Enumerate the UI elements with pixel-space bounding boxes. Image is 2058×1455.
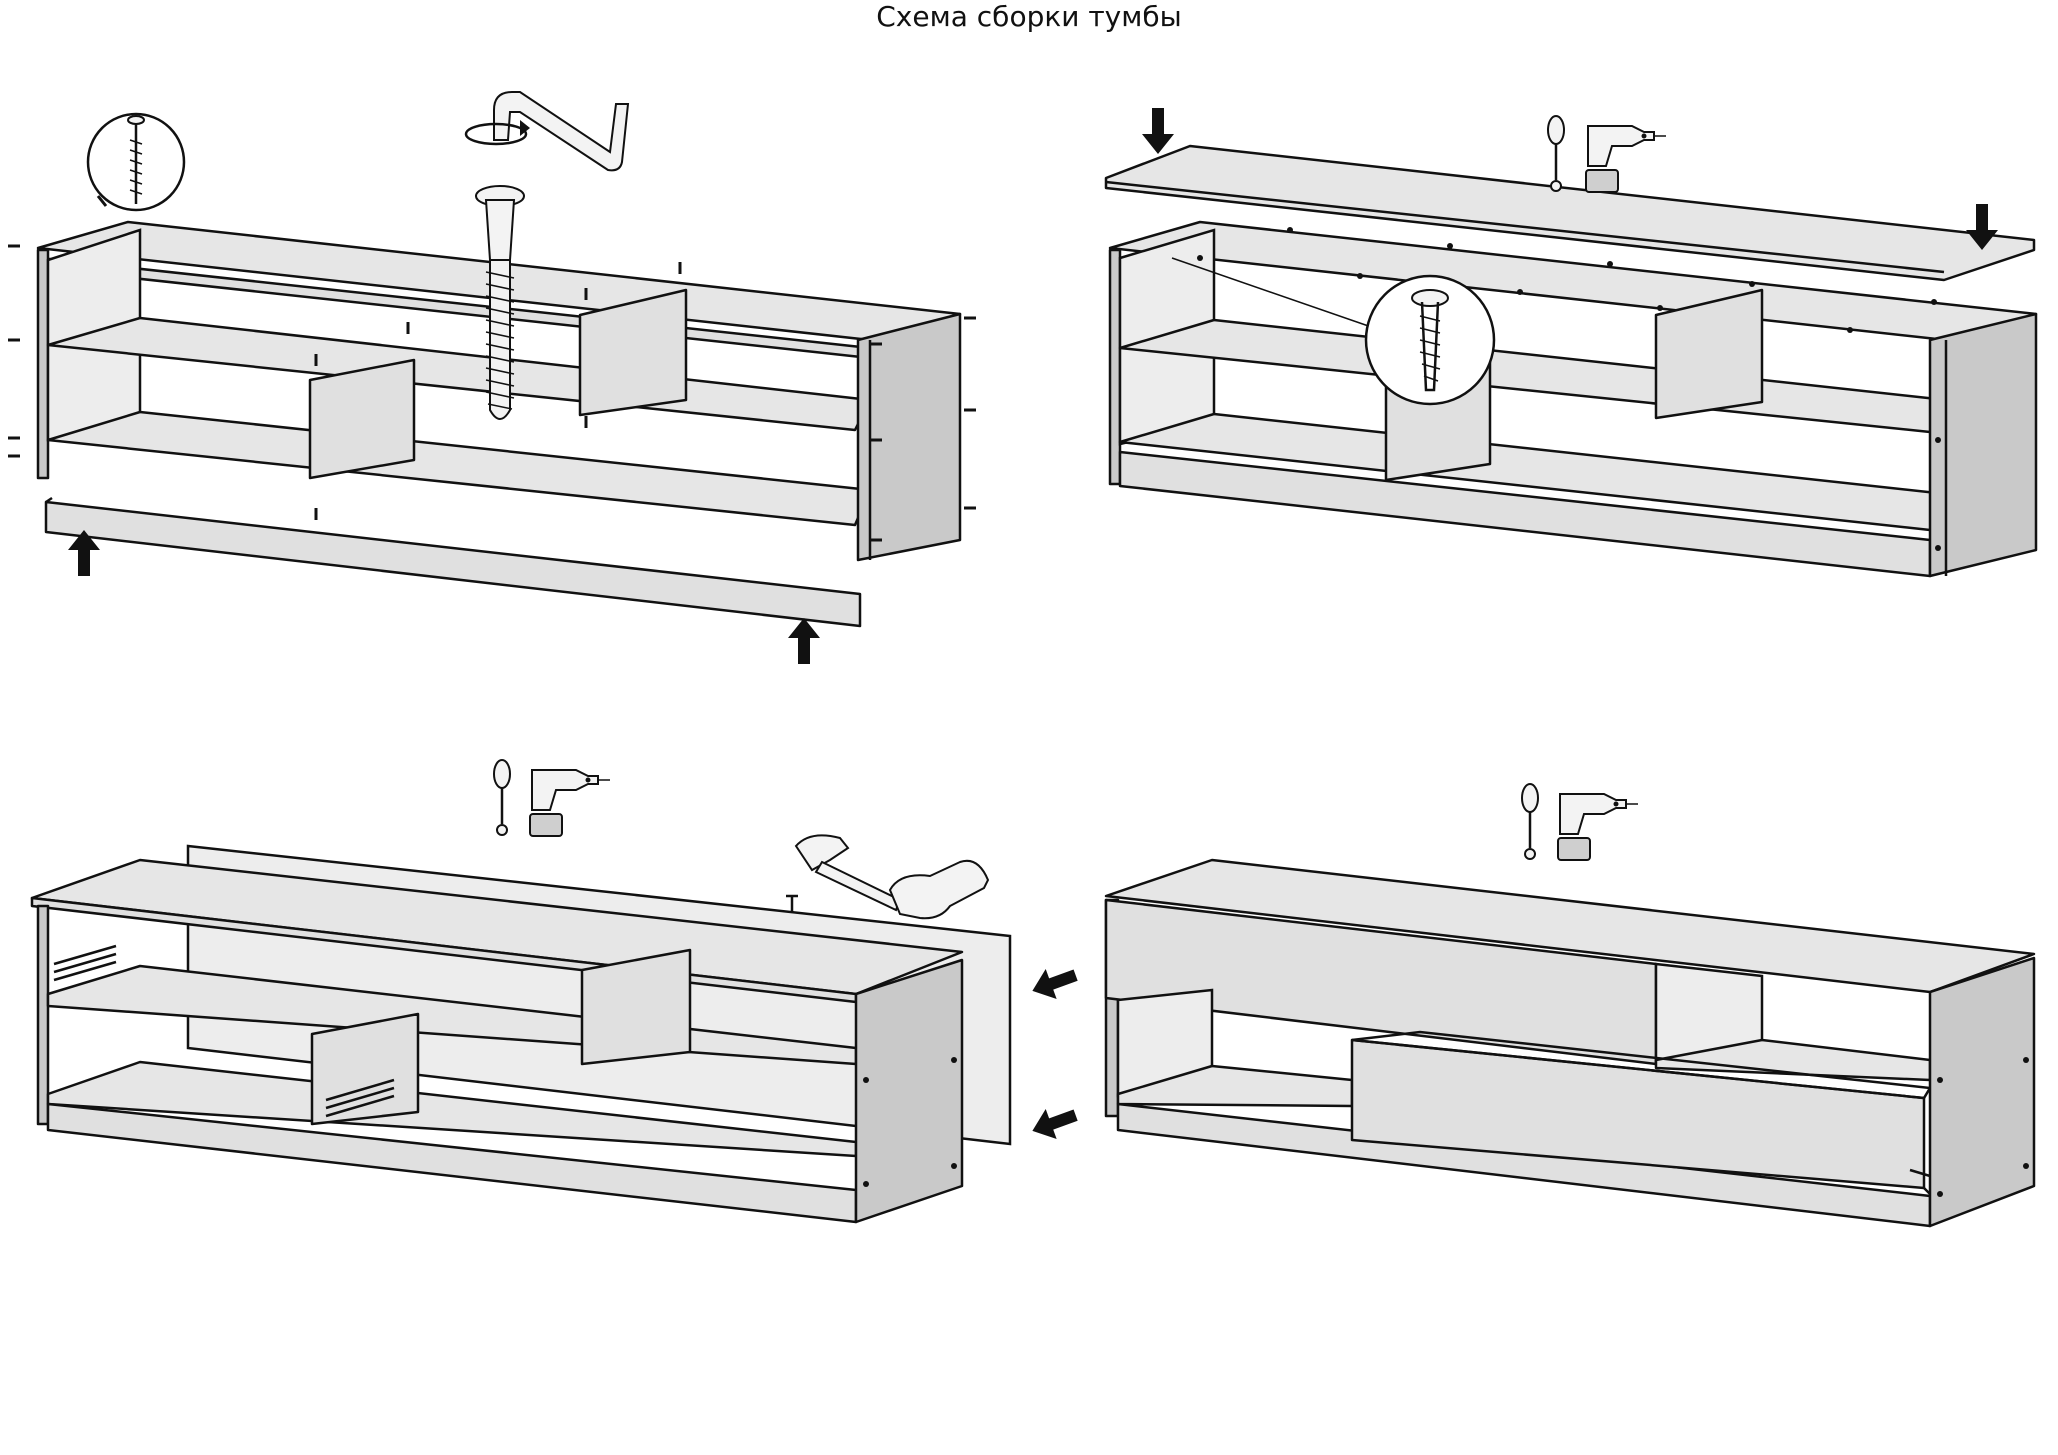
step3-arrow-left-bottom [1026, 1100, 1082, 1146]
step3-drawer-slides [53, 944, 395, 1118]
drill-icon [1557, 793, 1639, 861]
step4-right-panel [1928, 956, 2036, 1228]
diagram-title: Схема сборки тумбы [876, 0, 1182, 33]
step1-screw-marks [8, 195, 976, 542]
step-2 [1104, 108, 2038, 578]
drill-icon [1585, 125, 1667, 193]
step2-arrow-down-left [1142, 108, 1174, 154]
step3-arrow-left-top [1026, 960, 1082, 1006]
step-1 [8, 91, 976, 664]
step1-right-panel [856, 312, 962, 562]
step2-top-panel [1104, 144, 2036, 282]
step3-divider-right [580, 948, 692, 1066]
drill-icon [529, 769, 611, 837]
countersunk-screw-icon [1364, 274, 1496, 406]
nail-icon [786, 894, 798, 912]
step1-divider-right [578, 288, 688, 417]
step3-right-panel [854, 958, 964, 1224]
step2-right-panel [1928, 312, 2038, 578]
step2-left-panel [1108, 248, 1122, 486]
step-4 [1104, 782, 2036, 1228]
confirmat-screw-icon [86, 112, 186, 212]
step2-middle-shelf [1118, 318, 1948, 434]
step1-arrow-up-right [788, 618, 820, 664]
step1-left-panel [36, 248, 50, 480]
hammer-icon [794, 834, 902, 912]
step1-divider-left [308, 358, 416, 480]
step3-left-panel [36, 904, 50, 1126]
step2-screw-dots [1197, 227, 1941, 551]
screwdriver-icon [1546, 114, 1566, 193]
confirmat-screw-large-icon [475, 185, 525, 420]
screwdriver-icon [1520, 782, 1540, 861]
step1-plinth [44, 500, 862, 628]
step1-bottom-shelf [46, 410, 872, 527]
step-3 [30, 758, 1082, 1224]
hand-icon [888, 859, 990, 920]
step2-divider-right [1654, 288, 1764, 420]
step4-top [1104, 858, 2036, 994]
screwdriver-icon [492, 758, 512, 837]
hex-key-icon [464, 91, 630, 172]
